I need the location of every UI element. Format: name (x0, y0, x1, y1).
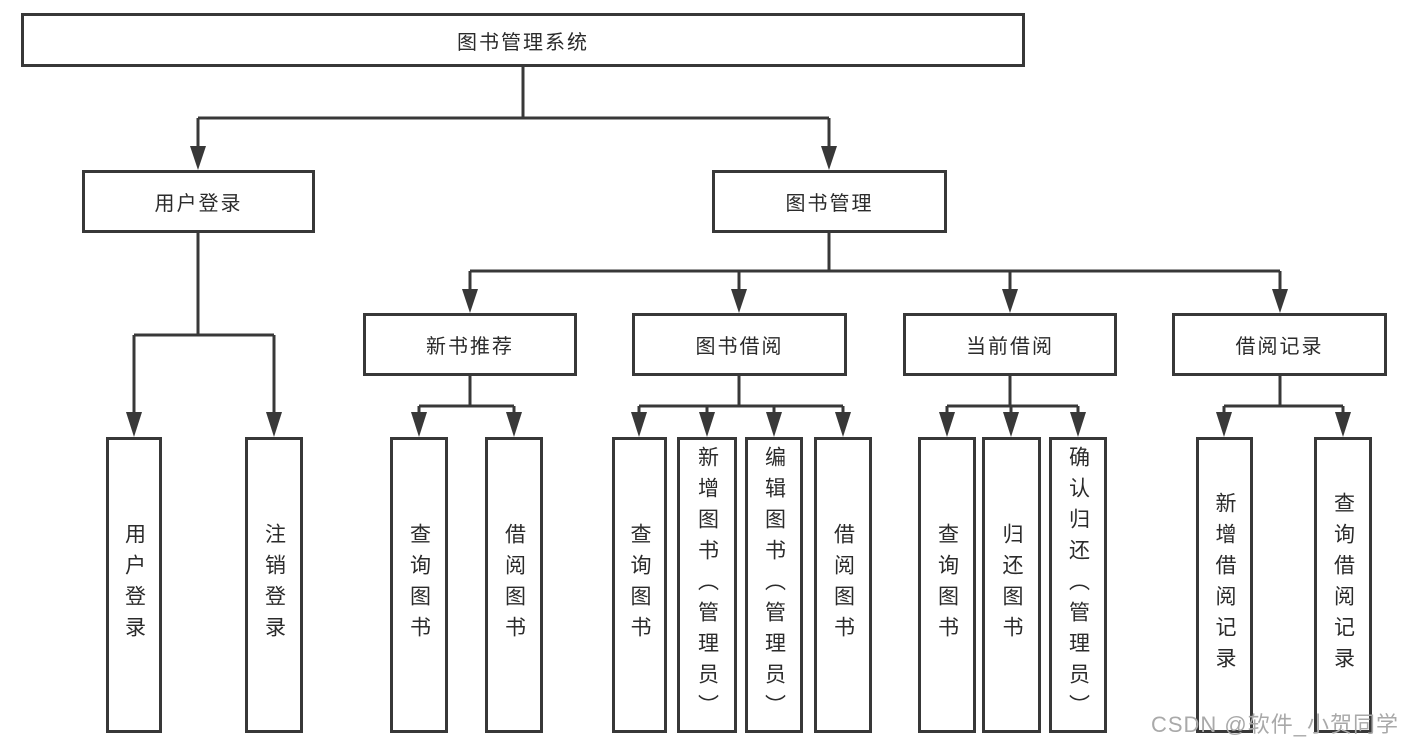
node-book-borrowing: 图书借阅 (632, 313, 847, 376)
leaf-user-login-label: 用户登录 (122, 523, 146, 647)
leaf-borrow-books-borrow-label: 借阅图书 (831, 523, 855, 647)
node-library-system-label: 图书管理系统 (457, 31, 589, 54)
node-user-login: 用户登录 (82, 170, 315, 233)
leaf-query-books-newbook: 查询图书 (390, 437, 448, 733)
leaf-query-books-borrow-label: 查询图书 (628, 523, 651, 647)
node-borrowing-records-label: 借阅记录 (1235, 336, 1324, 358)
leaf-query-books-current-label: 查询图书 (935, 523, 959, 647)
leaf-confirm-return-admin-label: 确认归还（管理员） (1066, 445, 1090, 725)
leaf-query-books-current: 查询图书 (918, 437, 976, 733)
node-current-borrowing-label: 当前借阅 (966, 336, 1054, 358)
leaf-edit-books-admin: 编辑图书（管理员） (745, 437, 803, 733)
node-current-borrowing: 当前借阅 (903, 313, 1117, 376)
leaf-return-books-label: 归还图书 (1000, 523, 1023, 647)
node-library-system: 图书管理系统 (21, 13, 1025, 67)
leaf-confirm-return-admin: 确认归还（管理员） (1049, 437, 1107, 733)
node-user-login-label: 用户登录 (154, 193, 243, 215)
leaf-query-borrow-record-label: 查询借阅记录 (1331, 492, 1355, 678)
node-new-book-recommend-label: 新书推荐 (426, 336, 514, 358)
leaf-add-borrow-record-label: 新增借阅记录 (1213, 492, 1236, 678)
connector-book-mgmt-to-level3 (462, 233, 1288, 313)
leaf-borrow-books-newbook-label: 借阅图书 (502, 523, 526, 647)
connector-borrow-record-children (1216, 376, 1351, 437)
csdn-watermark: CSDN @软件_小贺同学 (1150, 712, 1399, 737)
node-borrowing-records: 借阅记录 (1172, 313, 1387, 376)
node-new-book-recommend: 新书推荐 (363, 313, 577, 376)
leaf-add-books-admin-label: 新增图书（管理员） (695, 445, 719, 725)
leaf-borrow-books-newbook: 借阅图书 (485, 437, 543, 733)
leaf-query-books-newbook-label: 查询图书 (407, 523, 431, 647)
leaf-query-books-borrow: 查询图书 (612, 437, 667, 733)
leaf-add-borrow-record: 新增借阅记录 (1196, 437, 1253, 733)
leaf-add-books-admin: 新增图书（管理员） (677, 437, 737, 733)
connector-current-borrow-children (939, 376, 1086, 437)
connector-user-login-children (126, 233, 282, 437)
leaf-logout: 注销登录 (245, 437, 303, 733)
leaf-edit-books-admin-label: 编辑图书（管理员） (762, 445, 786, 725)
node-book-management-label: 图书管理 (785, 193, 874, 215)
connector-root-to-level2 (190, 66, 837, 170)
node-book-management: 图书管理 (712, 170, 947, 233)
leaf-user-login: 用户登录 (106, 437, 162, 733)
leaf-logout-label: 注销登录 (262, 523, 286, 647)
node-book-borrowing-label: 图书借阅 (695, 336, 784, 358)
connector-new-book-children (411, 376, 522, 437)
connector-book-borrow-children (631, 376, 851, 437)
leaf-borrow-books-borrow: 借阅图书 (814, 437, 872, 733)
leaf-return-books: 归还图书 (982, 437, 1041, 733)
leaf-query-borrow-record: 查询借阅记录 (1314, 437, 1372, 733)
